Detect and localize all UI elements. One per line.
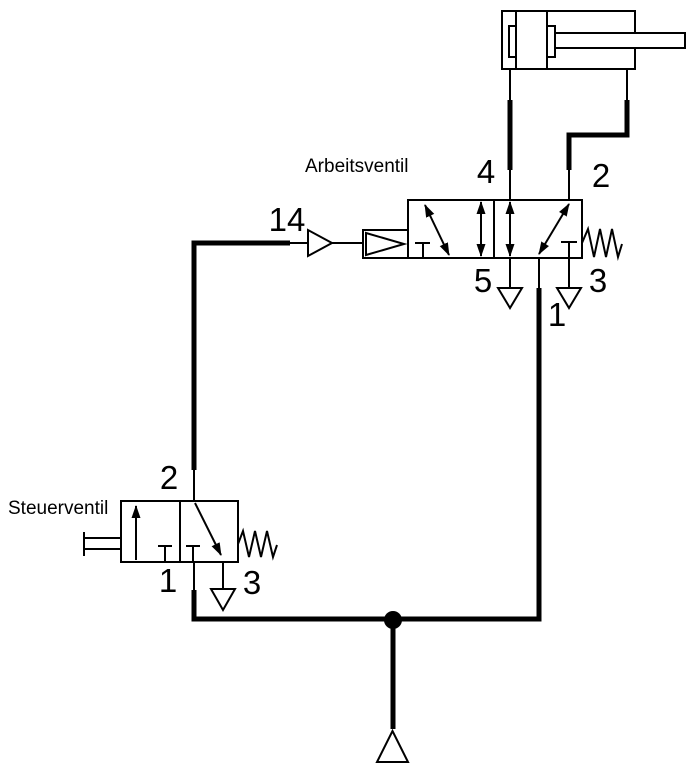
- port-label-4: 4: [477, 153, 495, 190]
- exhaust-triangle-icon: [555, 287, 583, 310]
- piston-seal-left: [508, 25, 517, 58]
- junction-dot: [384, 611, 402, 629]
- pilot-actuator-triangle-icon: [365, 231, 408, 257]
- exhaust-triangle-icon: [496, 287, 524, 310]
- port-label-1: 1: [159, 562, 177, 599]
- cylinder[interactable]: [501, 10, 686, 70]
- cylinder-line-2: [566, 69, 630, 200]
- valve-position-right: [186, 502, 222, 562]
- control-valve-label: Steuerventil: [8, 498, 108, 519]
- port-label-3: 3: [589, 262, 607, 299]
- spring-icon: [581, 225, 623, 261]
- pilot-triangle-icon: [307, 228, 335, 258]
- port-label-2: 2: [160, 459, 178, 496]
- valve-position-left: [131, 505, 172, 562]
- pilot-line: [191, 240, 363, 501]
- valve-position-left: [415, 201, 486, 258]
- cylinder-rod: [554, 32, 686, 49]
- pushbutton-actuator[interactable]: [83, 532, 121, 556]
- pressure-source-icon: [375, 728, 410, 763]
- port-label-2: 2: [592, 157, 610, 194]
- port-label-1: 1: [548, 296, 566, 333]
- valve-position-right: [505, 201, 577, 258]
- exhaust-triangle-icon: [209, 588, 237, 613]
- working-valve-label: Arbeitsventil: [305, 156, 409, 177]
- control-valve[interactable]: [83, 500, 278, 613]
- port-label-5: 5: [474, 262, 492, 299]
- port-label-14: 14: [269, 201, 306, 238]
- supply-line: [191, 258, 542, 763]
- piston-seal-right: [546, 25, 556, 58]
- spring-icon: [237, 527, 278, 561]
- working-valve[interactable]: [307, 199, 623, 310]
- port-label-3: 3: [243, 564, 261, 601]
